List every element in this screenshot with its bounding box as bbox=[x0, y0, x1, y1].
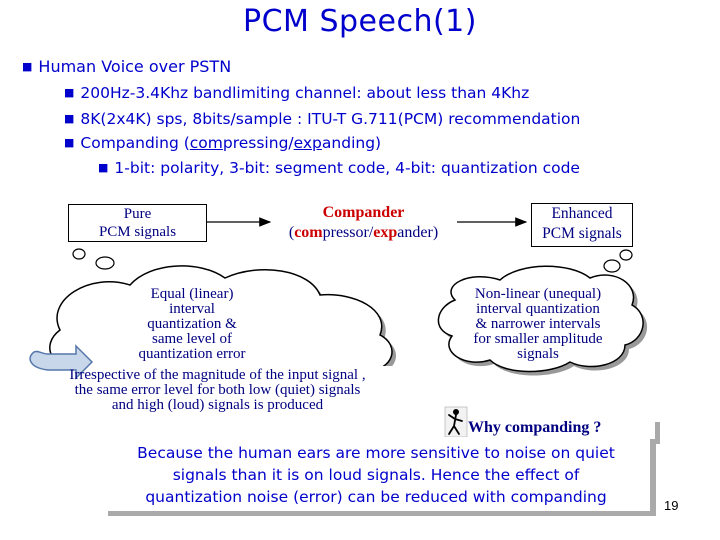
box-enhanced-pcm: Enhanced PCM signals bbox=[531, 203, 633, 247]
cloud-linear-text: Equal (linear) interval quantization & s… bbox=[138, 286, 246, 362]
person-figure-icon bbox=[444, 406, 468, 438]
why-companding-label: Why companding ? bbox=[468, 419, 602, 436]
square-bullet-icon: ■ bbox=[64, 136, 75, 149]
page-title: PCM Speech(1) bbox=[243, 4, 477, 39]
square-bullet-icon: ■ bbox=[64, 86, 75, 99]
thought-bubble-medium-right bbox=[603, 259, 621, 273]
square-bullet-icon: ■ bbox=[98, 161, 109, 174]
answer-box bbox=[102, 437, 650, 511]
page-number: 19 bbox=[664, 498, 679, 513]
curved-arrow-icon bbox=[29, 344, 94, 380]
why-box bbox=[465, 417, 655, 439]
thought-bubble-medium bbox=[95, 256, 115, 270]
irrespective-text: Irrespective of the magnitude of the inp… bbox=[69, 367, 366, 413]
cloud-nonlinear-text: Non-linear (unequal) interval quantizati… bbox=[473, 286, 603, 362]
bullet-bandlimiting: ■200Hz-3.4Khz bandlimiting channel: abou… bbox=[64, 84, 530, 102]
bullet-bit-allocation: ■1-bit: polarity, 3-bit: segment code, 4… bbox=[98, 159, 580, 177]
thought-bubble-small-right bbox=[619, 249, 633, 261]
bullet-human-voice: ■Human Voice over PSTN bbox=[22, 57, 232, 76]
bullet-sampling: ■8K(2x4K) sps, 8bits/sample : ITU-T G.71… bbox=[64, 110, 581, 128]
thought-bubble-small bbox=[72, 248, 86, 260]
irrespective-background bbox=[40, 366, 400, 420]
box-compander: Compander (compressor/expander) bbox=[272, 203, 455, 243]
square-bullet-icon: ■ bbox=[64, 112, 75, 125]
box-pure-pcm: Pure PCM signals bbox=[68, 204, 207, 242]
bullet-companding: ■Companding (compressing/expanding) bbox=[64, 134, 382, 152]
answer-text: Because the human ears are more sensitiv… bbox=[137, 444, 615, 506]
cloud-nonlinear bbox=[437, 265, 644, 373]
square-bullet-icon: ■ bbox=[22, 60, 33, 73]
